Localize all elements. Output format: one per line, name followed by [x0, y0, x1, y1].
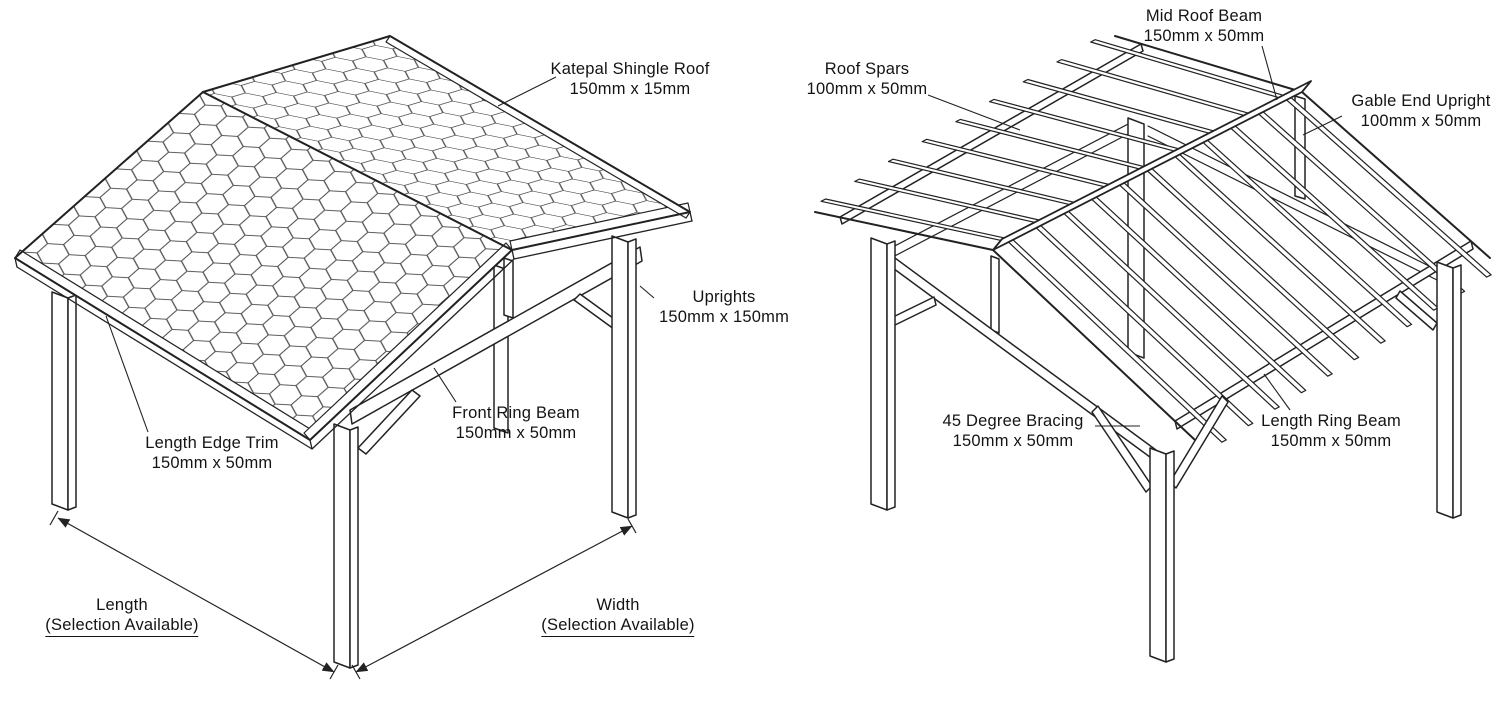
right-gazebo-drawing: [814, 35, 1492, 663]
roof-spar: [1056, 59, 1257, 119]
label-title: Katepal Shingle Roof: [550, 60, 710, 78]
label-length-edge-trim: Length Edge Trim 150mm x 50mm: [145, 434, 278, 473]
roof-spar: [820, 198, 1014, 243]
label-title: Width: [596, 596, 640, 614]
roof-spar: [1090, 39, 1292, 101]
roof-spar: [1174, 153, 1386, 344]
label-title: Length: [96, 596, 148, 614]
upright-post-front: [1149, 447, 1175, 663]
roof-spar: [854, 178, 1049, 225]
dimension-ticks: [49, 510, 637, 680]
roof-spar: [1230, 125, 1439, 311]
leader-gable-end-upright: [1302, 115, 1343, 136]
roof-spar: [1091, 196, 1307, 394]
roof-spars-right-plane: [1007, 97, 1492, 443]
roof-spar: [1202, 139, 1413, 328]
leader-length-ring-beam: [1263, 373, 1291, 411]
label-size: 150mm x 50mm: [952, 431, 1074, 450]
left-plane-gable-edges: [814, 35, 1303, 251]
mid-roof-beam: [992, 80, 1312, 251]
leader-mid-roof-beam: [1261, 45, 1278, 101]
left-gazebo-drawing: [14, 35, 693, 669]
length-dimension-line: [57, 517, 335, 673]
label-width-dimension: Width (Selection Available): [541, 596, 695, 637]
upright-post-left: [870, 237, 896, 511]
label-roof-spars: Roof Spars 100mm x 50mm: [807, 60, 928, 99]
eave-beam-left-plane: [839, 43, 1144, 225]
label-title: Gable End Upright: [1351, 92, 1491, 110]
leader-roof-spars: [927, 94, 1021, 131]
label-title: Length Ring Beam: [1261, 412, 1401, 430]
gable-upright-front: [990, 255, 1000, 334]
upright-post-front: [333, 423, 359, 669]
left-understructure: [51, 235, 643, 669]
dimension-lines: [49, 510, 637, 680]
roof-spar: [1146, 168, 1360, 361]
label-katepal-shingle-roof: Katepal Shingle Roof 150mm x 15mm: [550, 60, 709, 99]
roof-spar: [1258, 111, 1466, 295]
upright-post-right: [611, 235, 637, 519]
leader-uprights: [639, 285, 655, 299]
roof-spars-left-plane: [820, 39, 1292, 243]
leader-katepal: [497, 76, 557, 107]
label-length-ring-beam: Length Ring Beam 150mm x 50mm: [1261, 412, 1401, 451]
label-gable-end-upright: Gable End Upright 100mm x 50mm: [1351, 92, 1490, 131]
label-title: 45 Degree Bracing: [942, 412, 1084, 430]
label-title: Mid Roof Beam: [1145, 7, 1263, 25]
label-size: 150mm x 150mm: [658, 307, 790, 326]
label-title: Uprights: [692, 288, 756, 306]
leader-length-edge-trim: [105, 315, 149, 433]
upright-post-left: [51, 291, 77, 511]
roof-fascia: [16, 220, 693, 450]
label-size: (Selection Available): [45, 616, 199, 637]
roof-spar: [921, 138, 1118, 190]
label-size: 100mm x 50mm: [1360, 111, 1482, 130]
leader-front-ring-beam: [433, 367, 457, 403]
roof-spar: [887, 158, 1084, 208]
label-title: Front Ring Beam: [452, 404, 580, 422]
rear-wall-beams: [886, 121, 1438, 281]
label-size: 100mm x 50mm: [806, 79, 928, 98]
roof-ridge: [202, 91, 513, 251]
label-size: 150mm x 50mm: [1270, 431, 1392, 450]
label-size: (Selection Available): [541, 616, 695, 637]
label-title: Length Edge Trim: [145, 434, 279, 452]
label-length-dimension: Length (Selection Available): [45, 596, 199, 637]
label-mid-roof-beam: Mid Roof Beam 150mm x 50mm: [1144, 7, 1265, 46]
label-size: 150mm x 15mm: [569, 79, 691, 98]
label-45-degree-bracing: 45 Degree Bracing 150mm x 50mm: [943, 412, 1084, 451]
brace-front: [357, 389, 421, 455]
upright-post-right: [1436, 261, 1462, 519]
label-uprights: Uprights 150mm x 150mm: [659, 288, 789, 327]
label-title: Roof Spars: [824, 60, 910, 78]
leader-lines: [105, 45, 1343, 433]
roof-spar: [1063, 210, 1280, 410]
label-front-ring-beam: Front Ring Beam 150mm x 50mm: [452, 404, 580, 443]
width-dimension-line: [355, 525, 633, 673]
front-ring-beam: [349, 246, 643, 425]
label-size: 150mm x 50mm: [151, 453, 273, 472]
label-size: 150mm x 50mm: [1143, 26, 1265, 45]
label-size: 150mm x 50mm: [455, 423, 577, 442]
